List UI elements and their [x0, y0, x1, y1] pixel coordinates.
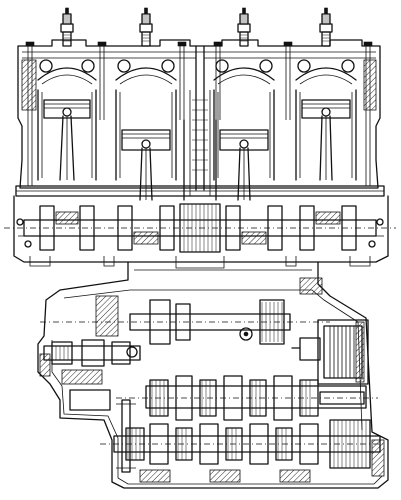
piston-1: [43, 99, 91, 119]
piston-2: [121, 129, 171, 151]
head-studs: [25, 41, 373, 186]
conrod-2: [139, 147, 153, 201]
gear-row-lower: [125, 423, 319, 465]
crankcase: [4, 195, 396, 269]
cylinder-4: [295, 89, 357, 181]
output-shaft: [100, 399, 386, 473]
conrod-1: [59, 115, 75, 181]
combustion-chambers: [21, 59, 377, 111]
case-bosses: [39, 277, 385, 483]
spark-plug-3: [237, 7, 251, 47]
gear-row-upper: [149, 375, 319, 421]
piston-3: [219, 129, 269, 151]
cylinder-bank: [37, 89, 357, 201]
clutch-pack: [291, 319, 369, 385]
cylinder-2: [115, 89, 177, 201]
countershaft-gears: [116, 375, 378, 421]
conrod-3: [237, 147, 251, 201]
spark-plug-1: [60, 7, 74, 47]
input-shaft: [40, 295, 330, 345]
spark-plug-4: [319, 7, 333, 47]
crankshaft: [23, 203, 377, 253]
conrod-4: [319, 115, 333, 181]
cylinder-3: [213, 89, 275, 201]
spark-plug-2: [139, 7, 153, 47]
clutch-plates: [329, 326, 355, 378]
cylinder-1: [37, 89, 97, 181]
piston-4: [301, 99, 351, 119]
spark-plugs: [60, 7, 333, 47]
shift-drum: [43, 339, 141, 411]
